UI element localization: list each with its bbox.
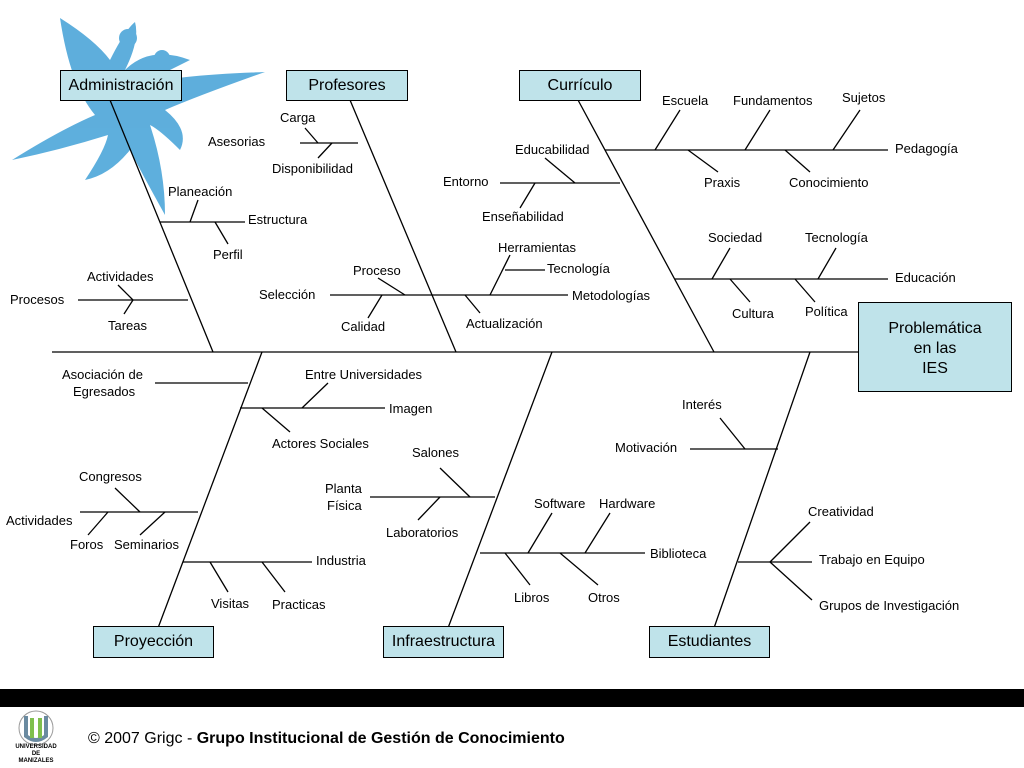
label-actores-sociales: Actores Sociales: [272, 436, 369, 451]
label-industria: Industria: [316, 553, 366, 568]
footer-copyright: © 2007 Grigc -: [88, 730, 197, 747]
effect-box: Problemática en las IES: [858, 302, 1012, 392]
label-metodologias: Metodologías: [572, 288, 651, 303]
effect-line-3: IES: [922, 360, 948, 377]
label-hardware: Hardware: [599, 496, 656, 511]
label-software: Software: [534, 496, 586, 511]
label-tecnologia-right: Tecnología: [805, 230, 868, 245]
label-sujetos: Sujetos: [842, 90, 886, 105]
effect-line-1: Problemática: [888, 320, 982, 337]
label-libros: Libros: [514, 590, 550, 605]
label-educacion: Educación: [895, 270, 956, 285]
label-ensenabilidad: Enseñabilidad: [482, 209, 564, 224]
bone-curriculo: [577, 99, 715, 353]
category-estudiantes: Estudiantes: [649, 626, 770, 658]
logo-text: UNIVERSIDAD DE MANIZALES: [8, 744, 64, 765]
label-seleccion: Selección: [259, 287, 316, 302]
label-trabajo-equipo: Trabajo en Equipo: [819, 552, 925, 567]
bone-proyeccion: [157, 351, 263, 629]
label-fundamentos: Fundamentos: [733, 93, 813, 108]
effect-line-2: en las: [913, 340, 957, 357]
label-practicas: Practicas: [272, 597, 326, 612]
logo-text-line-1: UNIVERSIDAD: [15, 744, 57, 750]
bone-infraestructura: [447, 351, 553, 629]
label-asociacion-2: Egresados: [73, 384, 136, 399]
label-congresos: Congresos: [79, 469, 142, 484]
label-planta-1: Planta: [325, 481, 362, 496]
label-procesos: Procesos: [10, 292, 65, 307]
label-foros: Foros: [70, 537, 104, 552]
label-entre-universidades: Entre Universidades: [305, 367, 423, 382]
label-creatividad: Creatividad: [808, 504, 874, 519]
category-infraestructura: Infraestructura: [383, 626, 504, 658]
label-laboratorios: Laboratorios: [386, 525, 459, 540]
label-cultura: Cultura: [732, 306, 774, 321]
label-salones: Salones: [412, 445, 459, 460]
label-sociedad: Sociedad: [708, 230, 763, 245]
label-estructura: Estructura: [248, 212, 308, 227]
label-calidad: Calidad: [341, 319, 386, 334]
label-planeacion: Planeación: [168, 184, 233, 199]
label-praxis: Praxis: [704, 175, 741, 190]
university-logo: [18, 710, 54, 746]
label-otros: Otros: [588, 590, 620, 605]
bone-administracion: [109, 99, 214, 353]
label-asociacion-1: Asociación de: [62, 367, 143, 382]
label-seminarios: Seminarios: [114, 537, 180, 552]
footer-organization: Grupo Institucional de Gestión de Conoci…: [196, 730, 565, 747]
label-entorno: Entorno: [443, 174, 489, 189]
label-conocimiento: Conocimiento: [789, 175, 869, 190]
label-motivacion: Motivación: [615, 440, 678, 455]
label-planta-2: Física: [327, 498, 362, 513]
label-proceso: Proceso: [353, 263, 401, 278]
logo-text-line-2: DE: [31, 751, 41, 757]
bone-estudiantes: [713, 351, 811, 629]
bone-profesores: [349, 99, 457, 353]
label-actividades-bottom: Actividades: [6, 513, 73, 528]
category-profesores: Profesores: [286, 70, 408, 101]
label-carga: Carga: [280, 110, 316, 125]
label-actividades-top: Actividades: [87, 269, 154, 284]
label-tareas: Tareas: [108, 318, 148, 333]
label-disponibilidad: Disponibilidad: [272, 161, 353, 176]
label-grupos-investigacion: Grupos de Investigación: [819, 598, 960, 613]
label-tecnologia-mid: Tecnología: [547, 261, 610, 276]
footer-text: © 2007 Grigc - Grupo Institucional de Ge…: [88, 730, 565, 748]
footer-bar: [0, 689, 1024, 707]
label-pedagogia: Pedagogía: [895, 141, 958, 156]
label-actualizacion: Actualización: [466, 316, 543, 331]
label-asesorias: Asesorias: [208, 134, 266, 149]
label-herramientas: Herramientas: [498, 240, 577, 255]
category-administracion: Administración: [60, 70, 182, 101]
label-visitas: Visitas: [211, 596, 250, 611]
decorative-splash: [12, 18, 265, 215]
label-educabilidad: Educabilidad: [515, 142, 590, 157]
fishbone-diagram: [12, 18, 888, 629]
logo-text-line-3: MANIZALES: [18, 758, 54, 764]
label-escuela: Escuela: [662, 93, 709, 108]
category-curriculo: Currículo: [519, 70, 641, 101]
label-interes: Interés: [682, 397, 722, 412]
category-proyeccion: Proyección: [93, 626, 214, 658]
label-imagen: Imagen: [389, 401, 433, 416]
label-politica: Política: [805, 304, 848, 319]
label-biblioteca: Biblioteca: [650, 546, 707, 561]
label-perfil: Perfil: [213, 247, 243, 262]
